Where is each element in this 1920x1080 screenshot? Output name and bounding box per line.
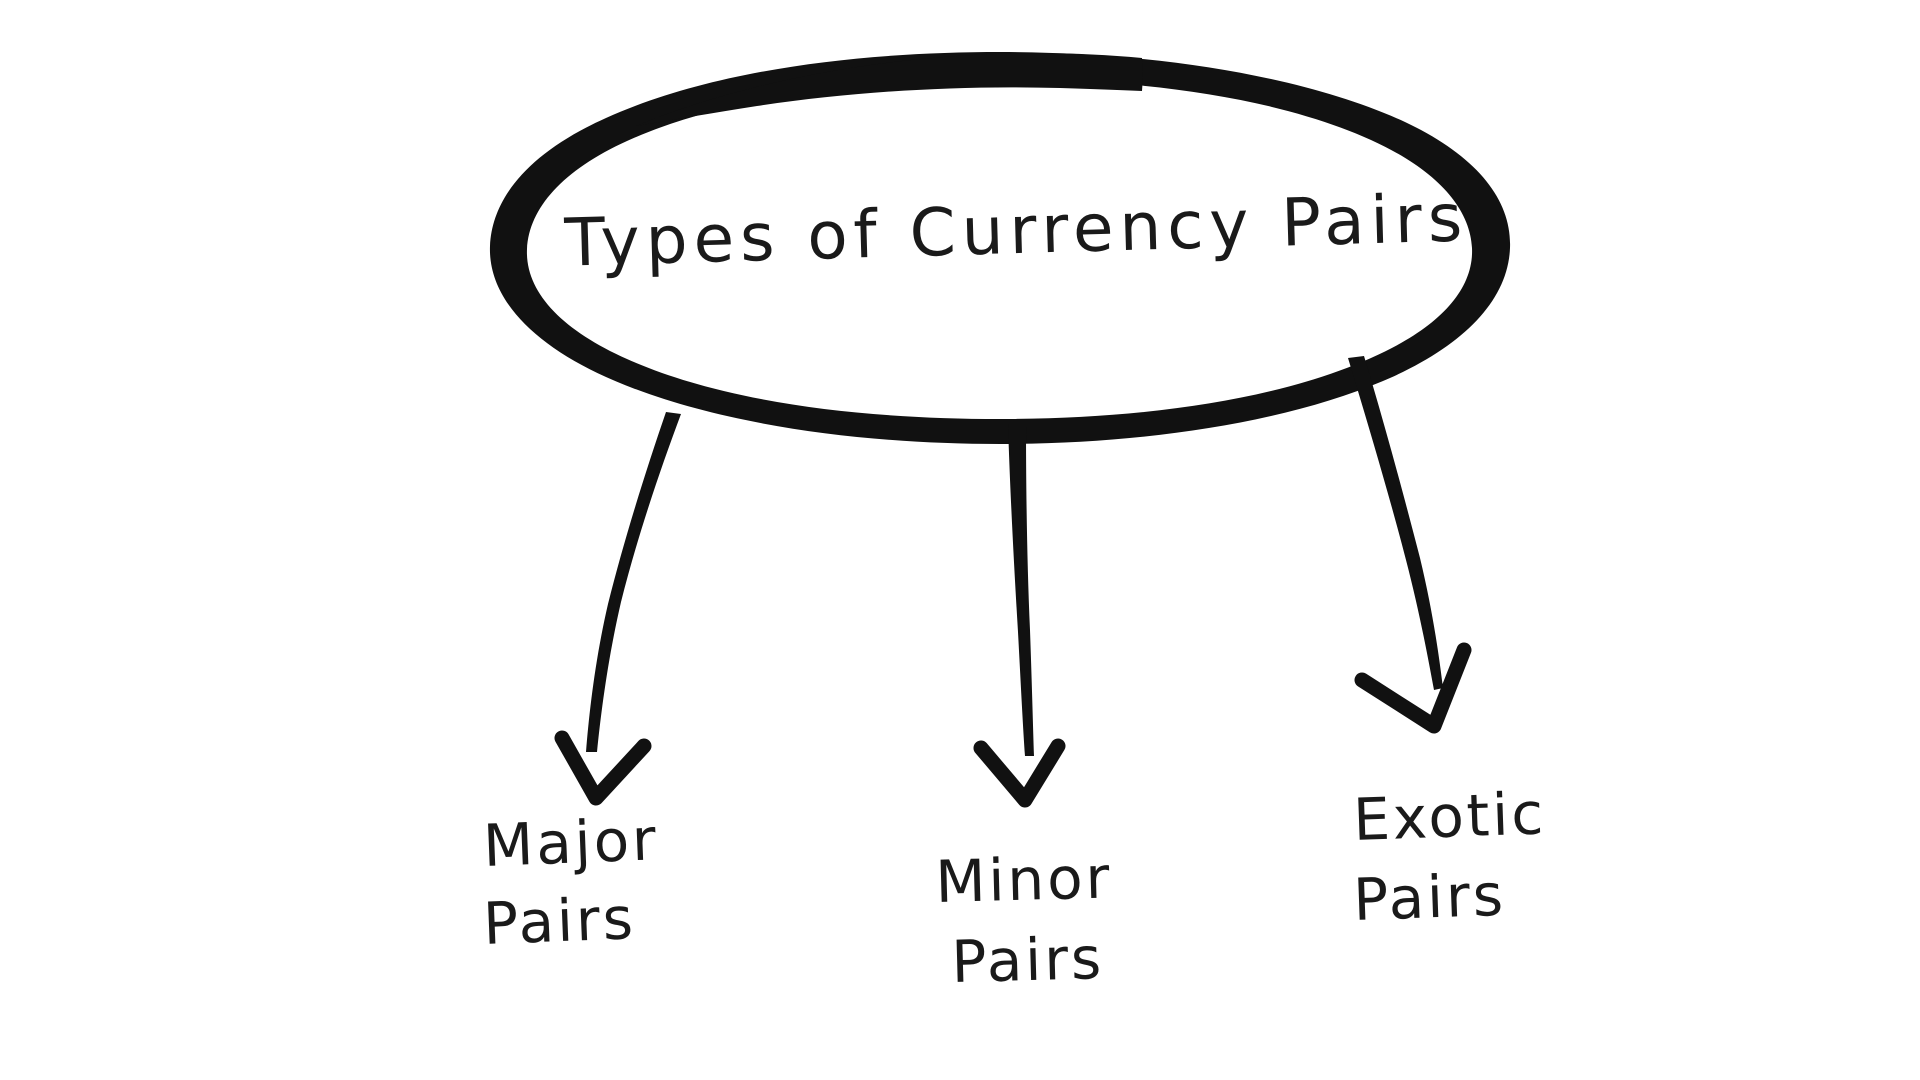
leaf-label-minor-line1: Minor	[935, 843, 1113, 916]
connector-arrow-exotic[interactable]	[1348, 356, 1472, 734]
leaf-label-major[interactable]: Major Pairs	[482, 805, 660, 958]
arrow-shaft-major	[586, 412, 681, 752]
connector-arrow-major[interactable]	[554, 412, 681, 806]
root-ellipse-overshoot-stroke	[636, 53, 1143, 127]
arrow-shaft-exotic	[1348, 356, 1443, 690]
leaf-label-exotic-line2: Pairs	[1352, 861, 1507, 934]
arrow-head-exotic	[1354, 642, 1472, 734]
leaf-label-major-line1: Major	[482, 805, 660, 880]
leaf-label-major-line2: Pairs	[482, 884, 637, 958]
leaf-label-minor[interactable]: Minor Pairs	[935, 843, 1113, 996]
arrow-head-major	[554, 730, 652, 806]
arrow-shaft-minor	[1008, 424, 1034, 756]
leaf-label-exotic[interactable]: Exotic Pairs	[1352, 779, 1547, 934]
leaf-label-minor-line2: Pairs	[951, 924, 1105, 996]
connector-arrow-minor[interactable]	[973, 424, 1066, 808]
leaf-label-exotic-line1: Exotic	[1352, 779, 1547, 854]
arrow-head-minor	[973, 738, 1066, 808]
